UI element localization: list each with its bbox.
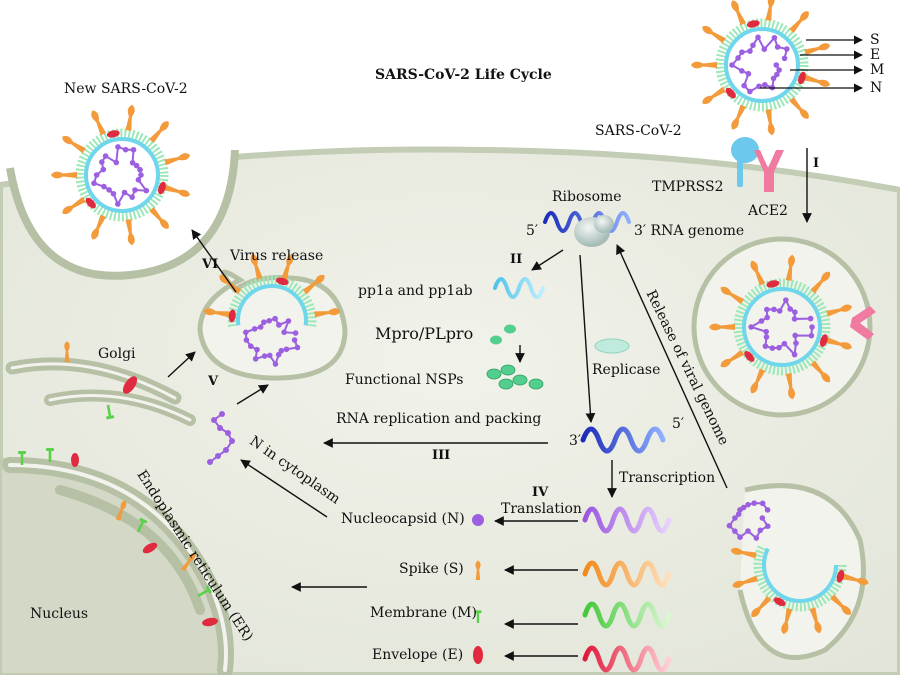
mrna-spike xyxy=(582,560,672,588)
nucleocapsid-chain xyxy=(207,411,235,465)
label-functional-nsps: Functional NSPs xyxy=(345,372,464,388)
functional-nsps xyxy=(486,364,544,390)
envelope-icon xyxy=(473,646,483,664)
label-ribosome: Ribosome xyxy=(552,189,622,205)
replicated-rna xyxy=(580,426,666,454)
incoming-virus xyxy=(691,0,832,136)
process-arrows xyxy=(167,148,812,661)
label-replicase: Replicase xyxy=(592,362,661,378)
stage-iv: IV xyxy=(532,485,549,500)
label-translation: Translation xyxy=(501,501,582,517)
label-golgi: Golgi xyxy=(98,346,136,362)
stage-i: I xyxy=(813,156,820,171)
label-protein-s: Spike (S) xyxy=(399,561,464,577)
label-five-prime-genome: 5′ xyxy=(526,223,539,239)
label-protein-n: Nucleocapsid (N) xyxy=(341,511,465,527)
assembling-virus xyxy=(203,252,341,367)
label-rna-replication: RNA replication and packing xyxy=(336,411,542,427)
label-rna-genome: 3′ RNA genome xyxy=(634,223,745,239)
label-ace2: ACE2 xyxy=(748,203,788,219)
nucleocapsid-icon xyxy=(472,514,484,526)
uncoating-vesicle xyxy=(737,483,866,660)
replicase xyxy=(594,338,630,354)
new-virus-particle xyxy=(51,104,192,246)
legend-e: E xyxy=(870,47,881,63)
stage-vi: VI xyxy=(202,257,219,272)
tmprss2-receptor xyxy=(731,137,759,187)
ace2-receptor xyxy=(754,150,784,192)
endosome xyxy=(691,236,873,418)
stage-iii: III xyxy=(432,448,451,463)
label-virus: SARS-CoV-2 xyxy=(595,123,682,139)
stage-ii: II xyxy=(510,252,523,267)
structure-legend-lines xyxy=(760,35,863,93)
endocytosed-virus xyxy=(709,254,854,400)
legend-s: S xyxy=(870,32,880,48)
legend-n: N xyxy=(870,80,883,96)
label-protein-e: Envelope (E) xyxy=(372,647,464,663)
label-five-prime: 5′ xyxy=(672,416,685,432)
uncoating-virus xyxy=(726,500,870,635)
label-virus-release: Virus release xyxy=(230,248,324,264)
mrna-membrane xyxy=(582,601,672,629)
legend-m: M xyxy=(870,62,885,78)
label-nucleus: Nucleus xyxy=(30,606,89,622)
mpro-plpro-molecules xyxy=(490,324,516,345)
label-pp1a: pp1a and pp1ab xyxy=(358,283,473,299)
mrna-nucleocapsid xyxy=(582,506,672,534)
budding-vesicle xyxy=(197,269,348,381)
label-three-prime: 3′ xyxy=(569,433,582,449)
label-mpro: Mpro/PLpro xyxy=(375,324,474,343)
label-transcription: Transcription xyxy=(619,470,716,486)
label-tmprss2: TMPRSS2 xyxy=(652,179,724,195)
stage-v: V xyxy=(208,374,219,389)
mrna-envelope xyxy=(582,645,672,673)
pp1a-strand xyxy=(493,277,545,299)
label-new-virus: New SARS-CoV-2 xyxy=(64,81,188,97)
label-protein-m: Membrane (M) xyxy=(370,605,477,621)
diagram-title: SARS-CoV-2 Life Cycle xyxy=(375,67,552,83)
